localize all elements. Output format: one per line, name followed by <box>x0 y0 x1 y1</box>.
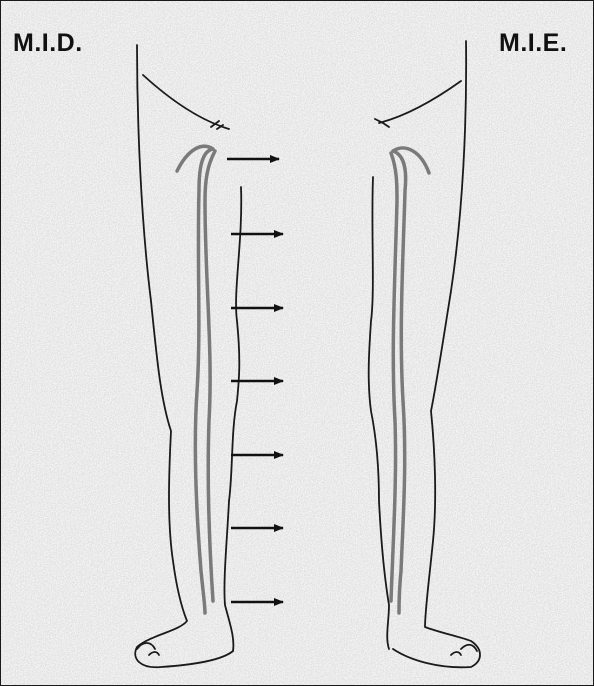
right-leg-label: M.I.E. <box>499 31 567 56</box>
left-leg-label: M.I.D. <box>13 31 83 56</box>
